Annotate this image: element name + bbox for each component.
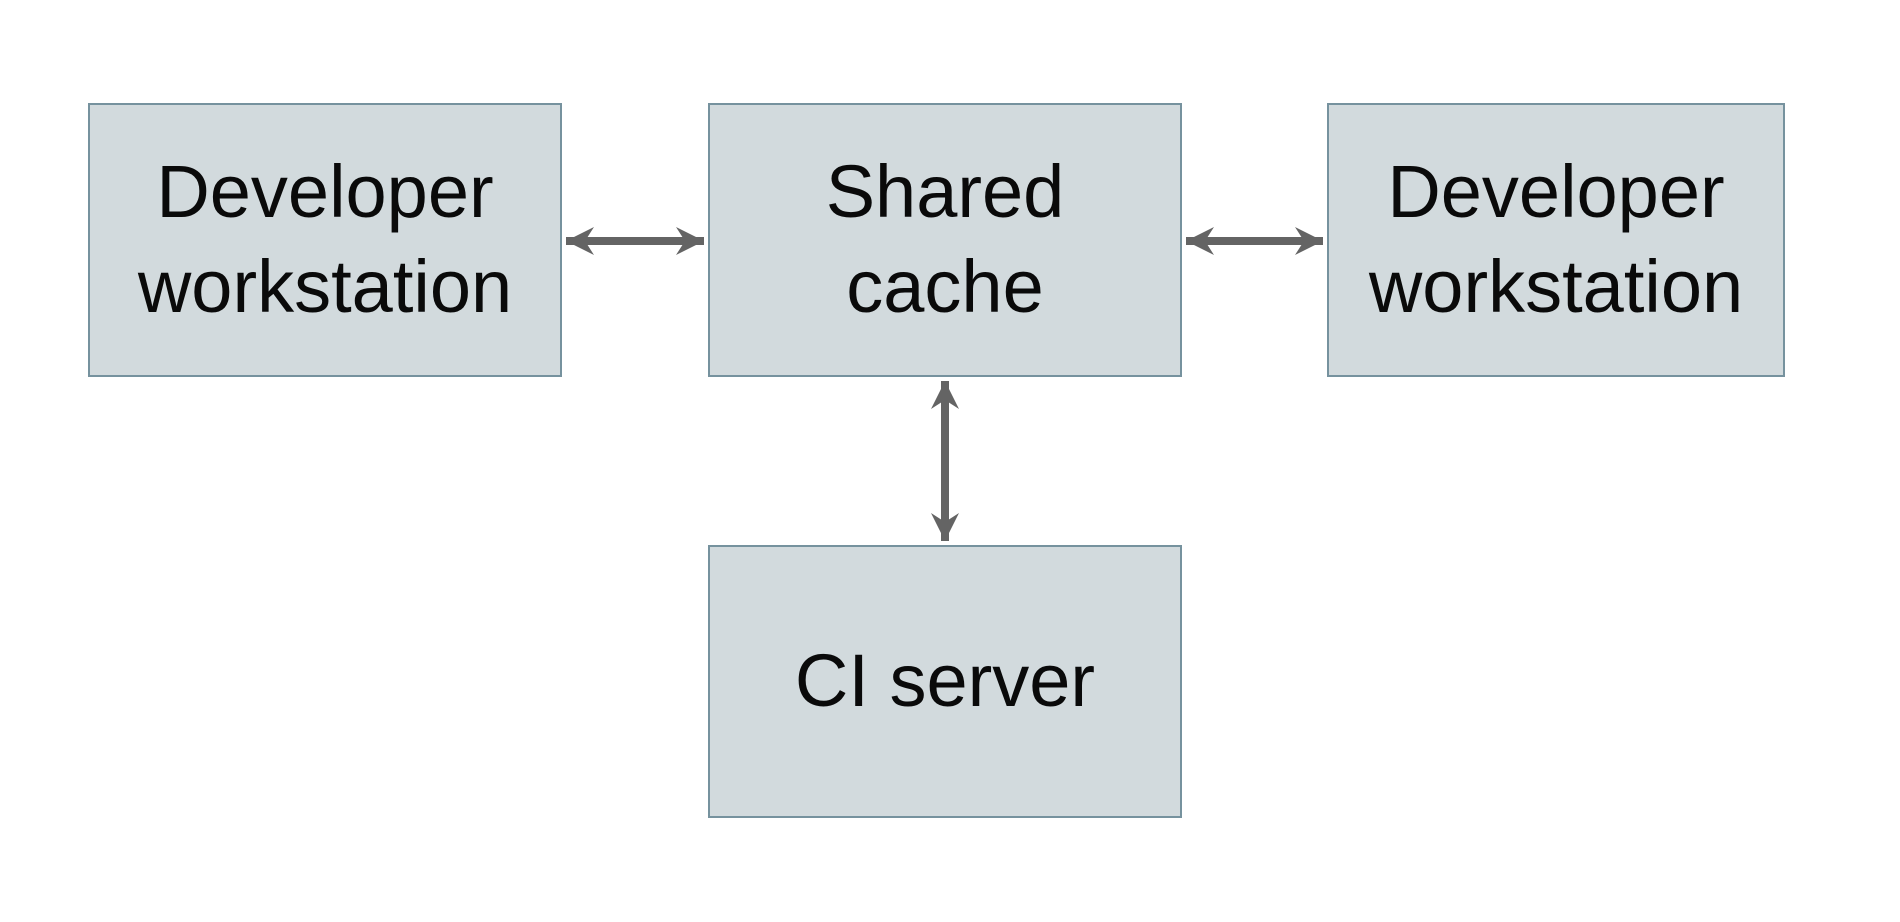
- node-shared-cache-label: Shared cache: [825, 150, 1065, 328]
- node-shared-cache: Shared cache: [708, 103, 1182, 377]
- node-ci-server: CI server: [708, 545, 1182, 818]
- node-developer-workstation-right-label: Developer workstation: [1368, 150, 1744, 328]
- node-developer-workstation-left-label: Developer workstation: [137, 150, 513, 328]
- node-ci-server-label: CI server: [794, 639, 1096, 723]
- node-developer-workstation-left: Developer workstation: [88, 103, 562, 377]
- node-developer-workstation-right: Developer workstation: [1327, 103, 1785, 377]
